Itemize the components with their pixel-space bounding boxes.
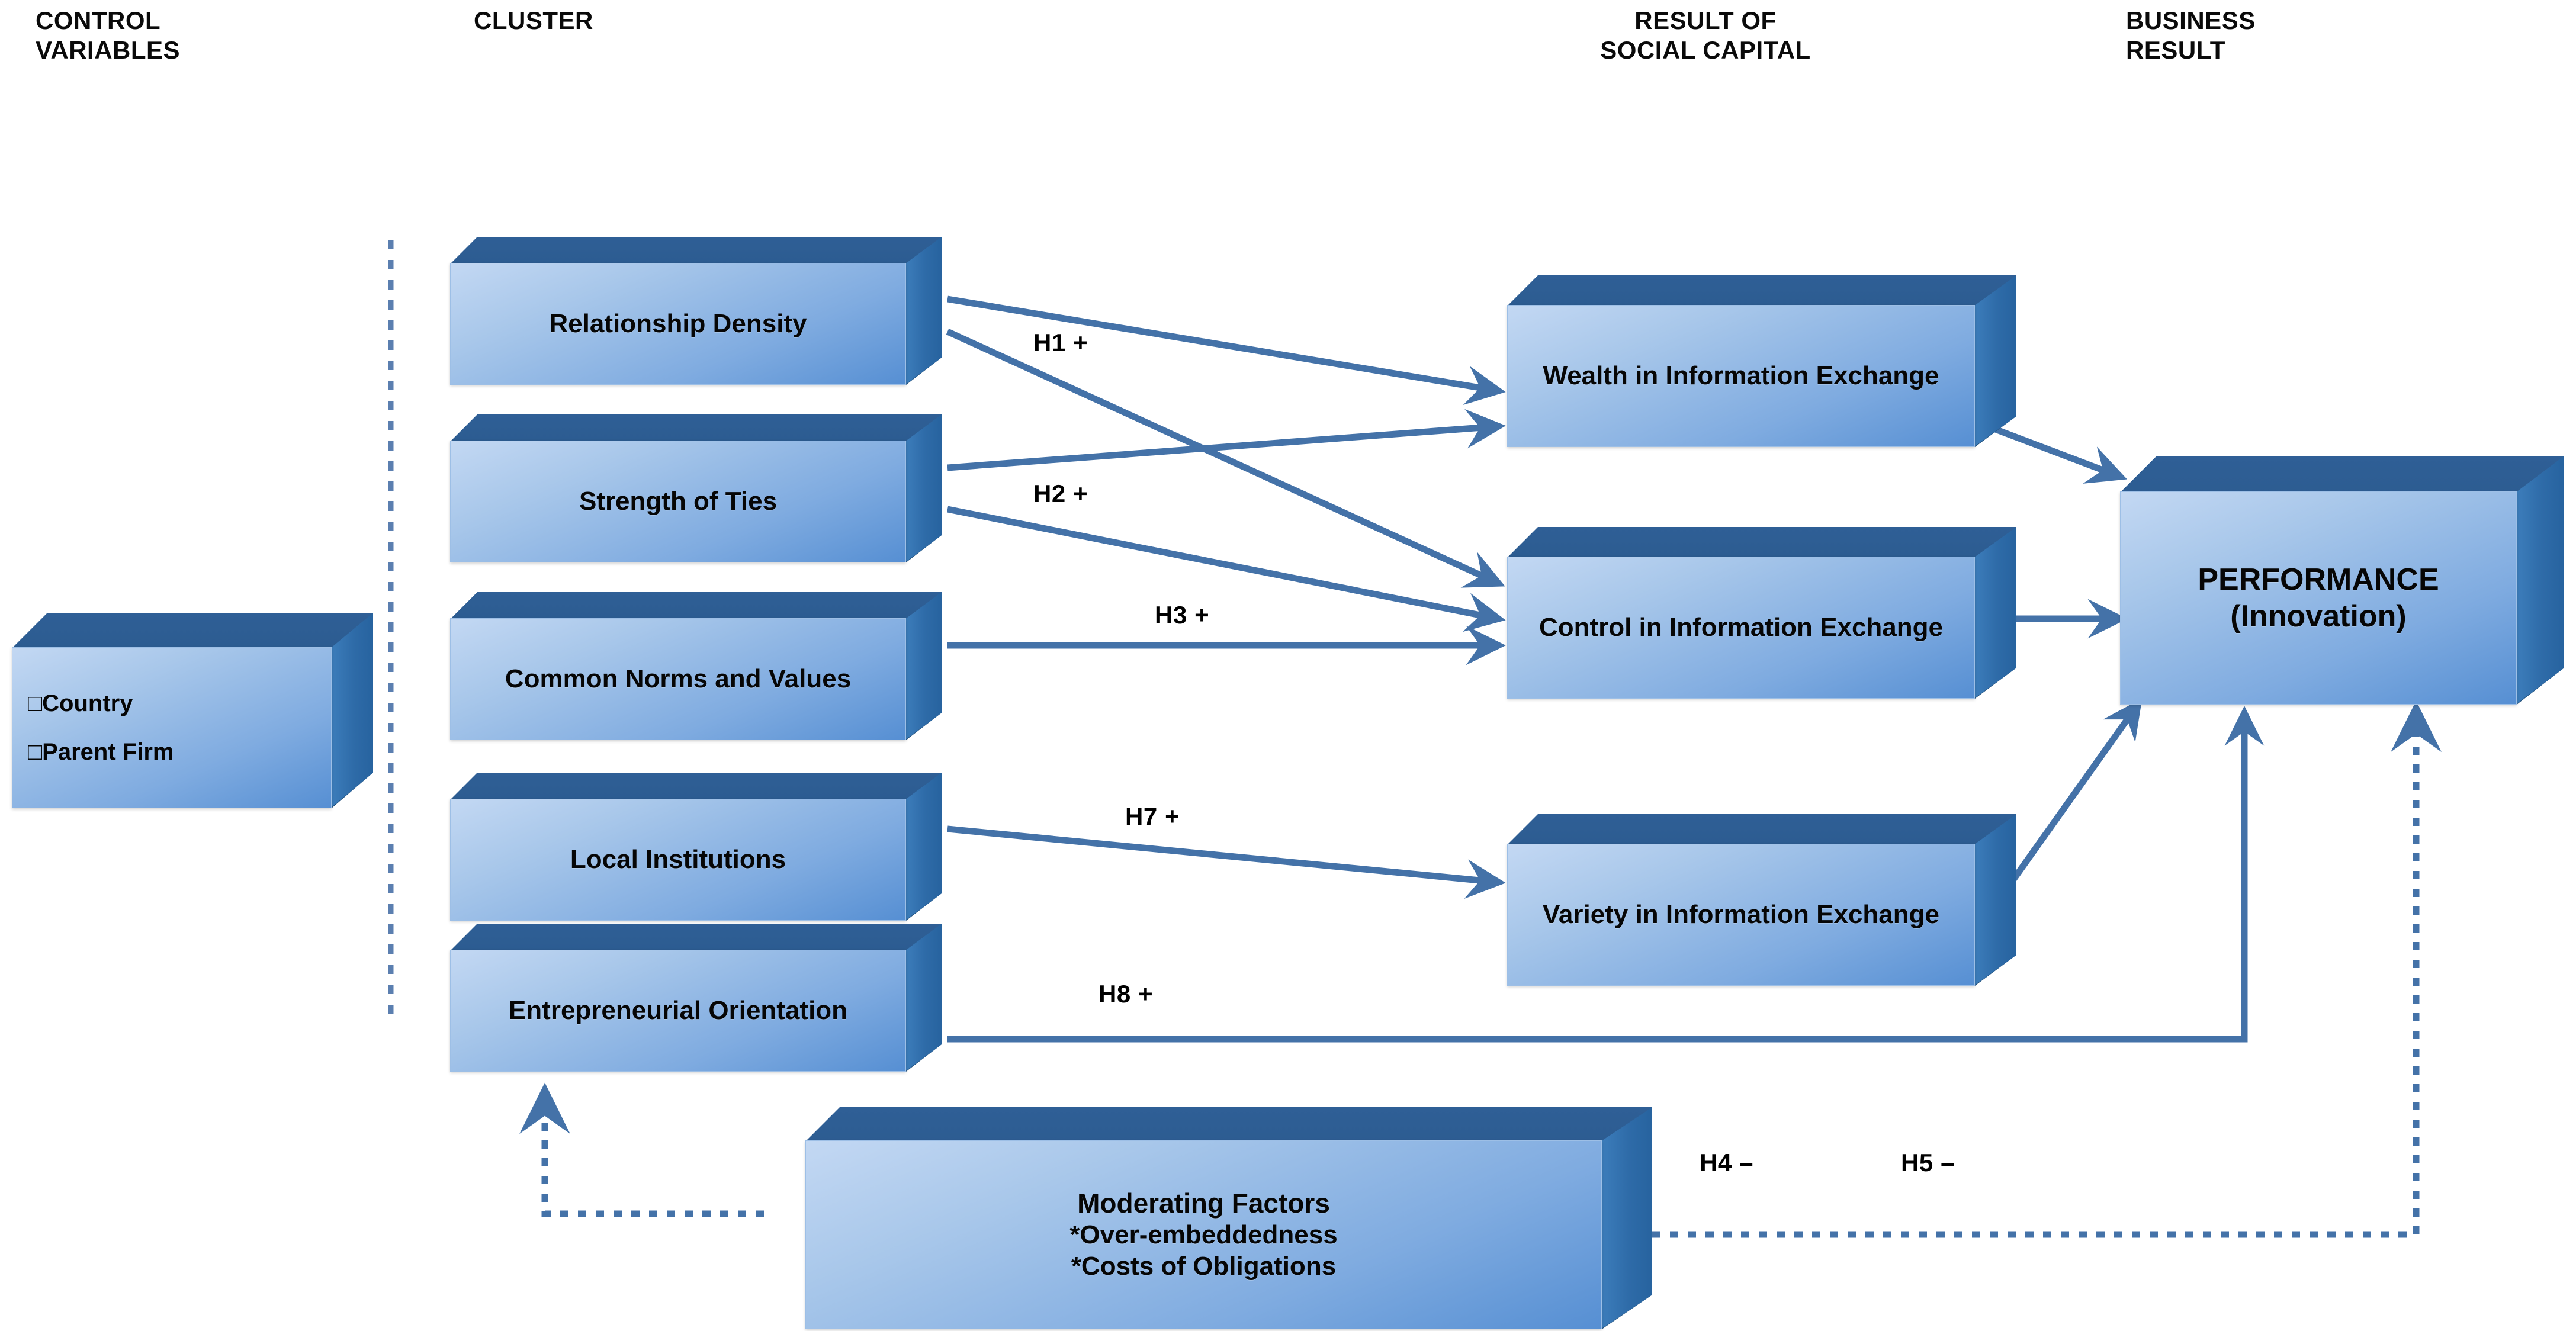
hypothesis-label-h7: H7 + <box>1125 802 1180 830</box>
edge-moderating-to-performance <box>1652 700 2442 1238</box>
control-variables-box[interactable]: □Country □Parent Firm <box>12 613 373 808</box>
cluster-box-label: Relationship Density <box>549 308 807 338</box>
list-item: □Parent Firm <box>28 739 174 765</box>
hypothesis-label-h2: H2 + <box>1033 480 1088 507</box>
cluster-box-label: Entrepreneurial Orientation <box>508 995 848 1025</box>
cluster-box-label: Common Norms and Values <box>505 664 852 693</box>
box-side-face <box>905 773 942 921</box>
box-side-face <box>1974 275 2016 447</box>
moderating-factors-item: *Costs of Obligations <box>1071 1252 1337 1281</box>
hypothesis-label-h3: H3 + <box>1155 601 1210 629</box>
box-side-face <box>330 613 373 808</box>
header-result-of-social-capital: RESULT OF SOCIAL CAPITAL <box>1600 7 1811 64</box>
cluster-box-local-institutions[interactable]: Local Institutions <box>450 773 942 921</box>
edge-moderating-to-cluster <box>519 1082 764 1217</box>
box-front-face: PERFORMANCE (Innovation) <box>2120 491 2517 705</box>
result-box-label: Wealth in Information Exchange <box>1543 361 1939 390</box>
cluster-box-relationship-density[interactable]: Relationship Density <box>450 237 942 385</box>
result-box-label: Variety in Information Exchange <box>1543 899 1939 929</box>
box-front-face: Wealth in Information Exchange <box>1507 305 1975 447</box>
box-side-face <box>1974 814 2016 986</box>
edge-h7 <box>947 825 1506 899</box>
result-box-variety-in-information-exchange[interactable]: Variety in Information Exchange <box>1507 814 2016 986</box>
moderating-factors-title: Moderating Factors <box>1077 1188 1330 1219</box>
bullet-square-icon: □ <box>28 690 43 716</box>
header-business-result: BUSINESS RESULT <box>2126 7 2256 64</box>
box-side-face <box>905 592 942 740</box>
box-front-face: Common Norms and Values <box>450 618 906 740</box>
list-item: □Country <box>28 690 133 716</box>
edge-h1 <box>947 295 1506 405</box>
edge-h2 <box>947 409 1506 471</box>
box-side-face <box>1601 1107 1652 1329</box>
box-side-face <box>2516 456 2564 705</box>
bullet-square-icon: □ <box>28 739 43 765</box>
box-front-face: Variety in Information Exchange <box>1507 844 1975 986</box>
box-front-face: Local Institutions <box>450 799 906 921</box>
box-front-face: Entrepreneurial Orientation <box>450 950 906 1072</box>
box-side-face <box>905 924 942 1072</box>
box-front-face: Strength of Ties <box>450 441 906 562</box>
result-box-control-in-information-exchange[interactable]: Control in Information Exchange <box>1507 527 2016 699</box>
box-front-face: Moderating Factors *Over-embeddedness *C… <box>805 1140 1602 1329</box>
moderating-factors-box[interactable]: Moderating Factors *Over-embeddedness *C… <box>805 1107 1652 1329</box>
edge-relationship-density-to-control <box>946 328 1505 588</box>
header-control-variables: CONTROL VARIABLES <box>36 7 181 64</box>
header-cluster: CLUSTER <box>474 7 593 34</box>
cluster-box-label: Local Institutions <box>570 844 786 874</box>
box-side-face <box>1974 527 2016 699</box>
box-side-face <box>905 414 942 562</box>
business-result-box-performance[interactable]: PERFORMANCE (Innovation) <box>2120 456 2564 705</box>
moderating-factors-item: *Over-embeddedness <box>1069 1220 1338 1250</box>
hypothesis-label-h1: H1 + <box>1033 329 1088 356</box>
cluster-box-strength-of-ties[interactable]: Strength of Ties <box>450 414 942 562</box>
box-front-face: Relationship Density <box>450 263 906 385</box>
hypothesis-label-h5: H5 – <box>1901 1149 1955 1176</box>
control-variables-list: □Country □Parent Firm <box>12 679 174 776</box>
cluster-box-entrepreneurial-orientation[interactable]: Entrepreneurial Orientation <box>450 924 942 1072</box>
box-front-face: □Country □Parent Firm <box>12 647 332 808</box>
cluster-box-common-norms-and-values[interactable]: Common Norms and Values <box>450 592 942 740</box>
edge-strength-of-ties-to-control <box>946 506 1506 632</box>
box-front-face: Control in Information Exchange <box>1507 557 1975 699</box>
result-box-label: Control in Information Exchange <box>1538 612 1944 642</box>
box-side-face <box>905 237 942 385</box>
edge-h8 <box>947 706 2265 1043</box>
result-box-wealth-in-information-exchange[interactable]: Wealth in Information Exchange <box>1507 275 2016 447</box>
hypothesis-label-h8: H8 + <box>1099 980 1154 1008</box>
performance-label: PERFORMANCE (Innovation) <box>2198 562 2439 634</box>
hypothesis-label-h4: H4 – <box>1700 1149 1754 1176</box>
cluster-box-label: Strength of Ties <box>579 486 778 516</box>
